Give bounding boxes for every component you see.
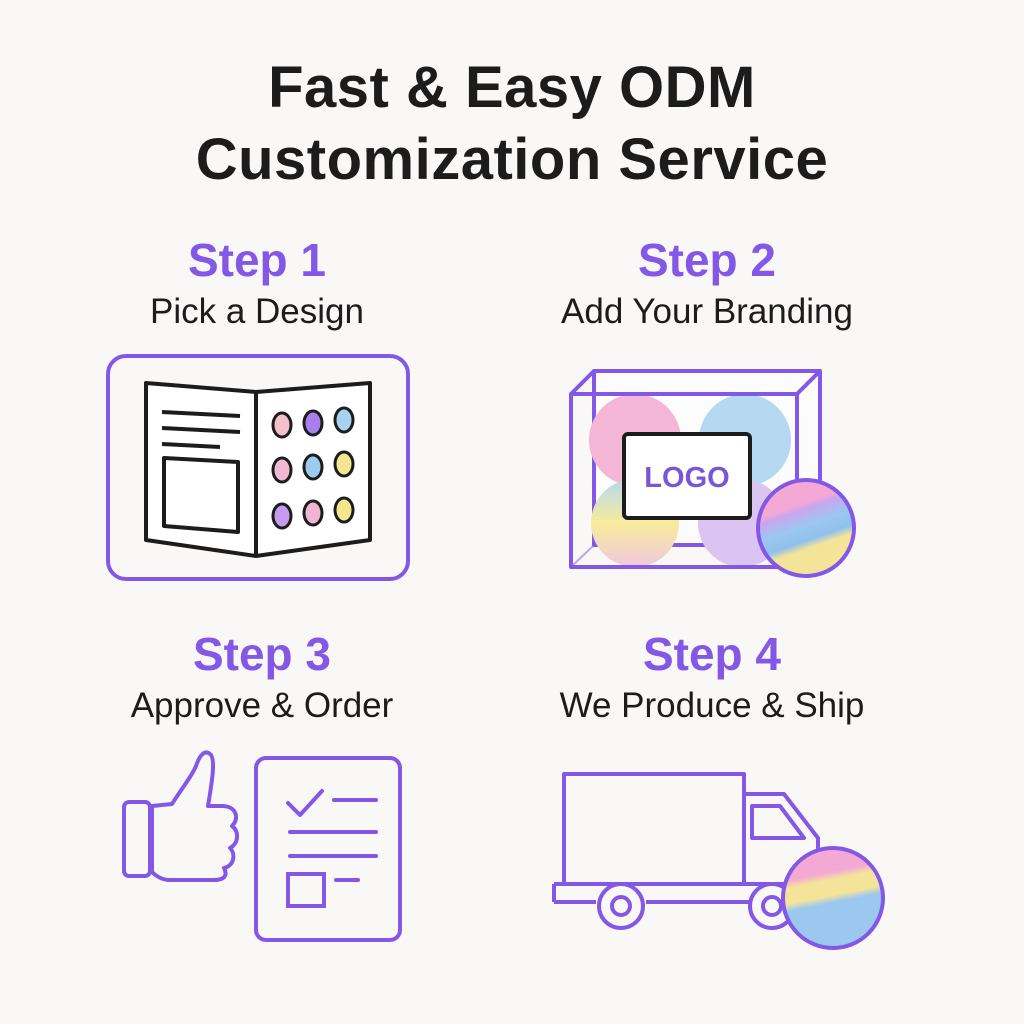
page-title: Fast & Easy ODM Customization Service bbox=[0, 52, 1024, 196]
step-3-label: Step 3 bbox=[192, 628, 332, 680]
logo-text: LOGO bbox=[644, 462, 729, 494]
catalog-icon bbox=[106, 354, 410, 581]
logo-label bbox=[622, 432, 752, 520]
title-line-1: Fast & Easy ODM bbox=[268, 55, 756, 120]
bath-bomb-icon bbox=[781, 846, 885, 950]
branded-box-icon: LOGO bbox=[569, 369, 856, 578]
checklist-icon bbox=[254, 756, 402, 942]
step-1: Step 1 Pick a Design bbox=[27, 232, 487, 334]
step-1-caption: Pick a Design bbox=[150, 292, 364, 331]
step-2: Step 2 Add Your Branding bbox=[477, 232, 937, 334]
delivery-truck-icon bbox=[552, 772, 885, 950]
step-4-label: Step 4 bbox=[642, 628, 782, 680]
step-3: Step 3 Approve & Order bbox=[32, 626, 492, 728]
title-line-2: Customization Service bbox=[195, 127, 829, 192]
bath-bomb-icon bbox=[756, 478, 856, 578]
step-3-caption: Approve & Order bbox=[130, 686, 394, 725]
step-4: Step 4 We Produce & Ship bbox=[482, 626, 942, 728]
step-1-label: Step 1 bbox=[187, 234, 327, 286]
step-2-caption: Add Your Branding bbox=[561, 292, 853, 331]
step-4-caption: We Produce & Ship bbox=[559, 686, 865, 725]
thumbs-up-icon bbox=[122, 750, 239, 882]
step-2-label: Step 2 bbox=[637, 234, 777, 286]
